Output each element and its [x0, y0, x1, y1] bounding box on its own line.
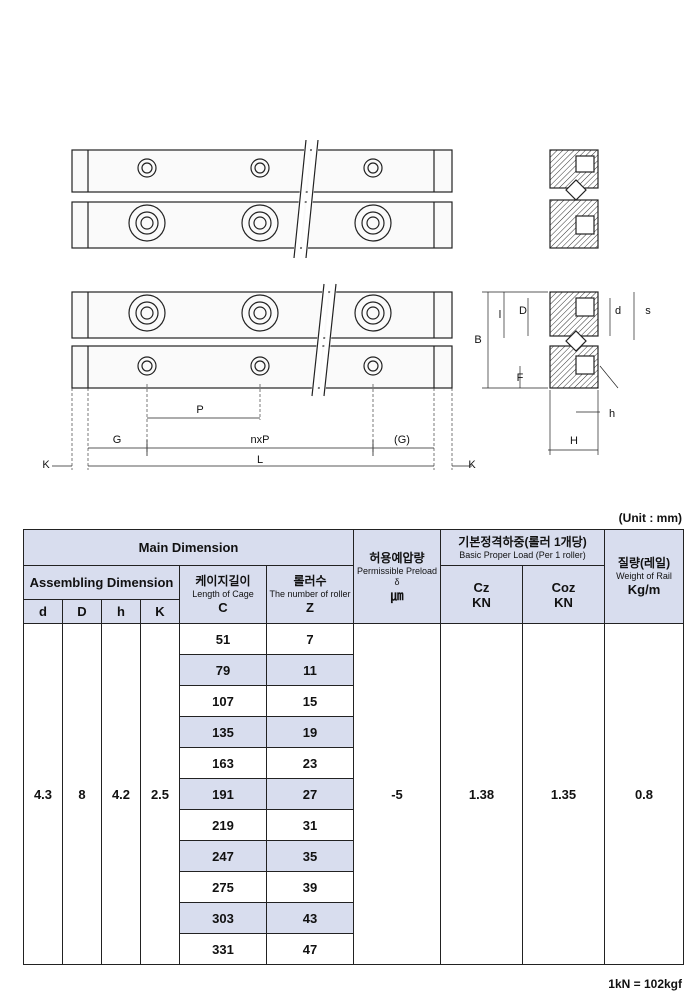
rail-top-1 — [71, 149, 453, 193]
header-roller: 롤러수 The number of roller Z — [266, 565, 354, 624]
header-cage: 케이지길이 Length of Cage C — [179, 565, 267, 624]
value-h: 4.2 — [101, 623, 141, 965]
label-G-paren: (G) — [394, 434, 410, 446]
header-main-dimension: Main Dimension — [23, 529, 354, 566]
label-s: s — [645, 305, 651, 317]
label-K-right: K — [468, 459, 476, 471]
cage-ko: 케이지길이 — [195, 574, 251, 588]
label-B: B — [474, 334, 481, 346]
load-ko: 기본정격하중(롤러 1개당) — [458, 534, 587, 549]
weight-ko: 질량(레일) — [617, 556, 671, 570]
roller-count-cell: 11 — [266, 654, 354, 686]
label-h: h — [609, 408, 615, 420]
label-nxP: nxP — [251, 434, 270, 446]
rail-bottom-2 — [71, 345, 453, 389]
value-cz: 1.38 — [440, 623, 523, 965]
roller-count-cell: 43 — [266, 902, 354, 934]
rail-bottom-1 — [71, 291, 453, 339]
cage-length-cell: 331 — [179, 933, 267, 965]
label-F: F — [517, 372, 524, 384]
cage-length-cell: 107 — [179, 685, 267, 717]
cage-symbol: C — [218, 600, 228, 615]
header-preload: 허용예압량 Permissible Preload δ ㎛ — [353, 529, 441, 624]
label-d: d — [615, 305, 621, 317]
cage-length-cell: 191 — [179, 778, 267, 810]
header-d: d — [23, 599, 63, 624]
preload-unit: ㎛ — [390, 587, 404, 603]
label-H: H — [570, 435, 578, 447]
cross-section-bottom — [549, 291, 599, 389]
coz-unit: KN — [554, 594, 573, 610]
roller-ko: 롤러수 — [293, 574, 327, 588]
roller-count-cell: 19 — [266, 716, 354, 748]
label-K-left: K — [42, 459, 50, 471]
cz-unit: KN — [472, 594, 491, 610]
header-D: D — [62, 599, 102, 624]
roller-en: The number of roller — [269, 589, 351, 599]
value-preload: -5 — [353, 623, 441, 965]
header-K: K — [140, 599, 180, 624]
roller-symbol: Z — [306, 600, 314, 615]
header-weight: 질량(레일) Weight of Rail Kg/m — [604, 529, 684, 624]
label-L0: L — [257, 454, 263, 466]
cage-length-cell: 135 — [179, 716, 267, 748]
roller-count-cell: 7 — [266, 623, 354, 655]
cage-length-cell: 275 — [179, 871, 267, 903]
header-load: 기본정격하중(롤러 1개당) Basic Proper Load (Per 1 … — [440, 529, 605, 566]
unit-note: (Unit : mm) — [618, 511, 682, 525]
label-G: G — [113, 434, 122, 446]
roller-count-cell: 31 — [266, 809, 354, 841]
technical-drawing: P G nxP (G) K K L l D d s B F h H — [42, 139, 651, 471]
coz-label: Coz — [551, 579, 576, 595]
value-D: 8 — [62, 623, 102, 965]
cage-length-cell: 79 — [179, 654, 267, 686]
cage-length-cell: 163 — [179, 747, 267, 779]
roller-count-cell: 35 — [266, 840, 354, 872]
label-D: D — [519, 305, 527, 317]
footnote: 1kN = 102kgf — [608, 977, 682, 991]
cross-section-top — [549, 149, 599, 249]
cage-length-cell: 303 — [179, 902, 267, 934]
cage-length-cell: 219 — [179, 809, 267, 841]
roller-count-cell: 39 — [266, 871, 354, 903]
label-P: P — [196, 404, 203, 416]
roller-count-cell: 15 — [266, 685, 354, 717]
header-assembling: Assembling Dimension — [23, 565, 180, 600]
value-coz: 1.35 — [522, 623, 605, 965]
value-K: 2.5 — [140, 623, 180, 965]
header-cz: Cz KN — [440, 565, 523, 624]
label-l: l — [499, 309, 501, 321]
preload-symbol: δ — [394, 576, 400, 587]
load-en: Basic Proper Load (Per 1 roller) — [459, 549, 586, 560]
weight-en: Weight of Rail — [616, 571, 672, 581]
rail-top-2 — [71, 201, 453, 249]
roller-count-cell: 47 — [266, 933, 354, 965]
cage-en: Length of Cage — [192, 589, 254, 599]
value-d: 4.3 — [23, 623, 63, 965]
spec-table: Main Dimension 허용예압량 Permissible Preload… — [23, 529, 684, 965]
weight-unit: Kg/m — [627, 582, 661, 597]
preload-en: Permissible Preload — [356, 565, 438, 576]
header-coz: Coz KN — [522, 565, 605, 624]
roller-count-cell: 23 — [266, 747, 354, 779]
value-weight: 0.8 — [604, 623, 684, 965]
roller-count-cell: 27 — [266, 778, 354, 810]
preload-ko: 허용예압량 — [369, 550, 425, 565]
cage-length-cell: 51 — [179, 623, 267, 655]
cz-label: Cz — [473, 579, 490, 595]
cage-length-cell: 247 — [179, 840, 267, 872]
header-h: h — [101, 599, 141, 624]
